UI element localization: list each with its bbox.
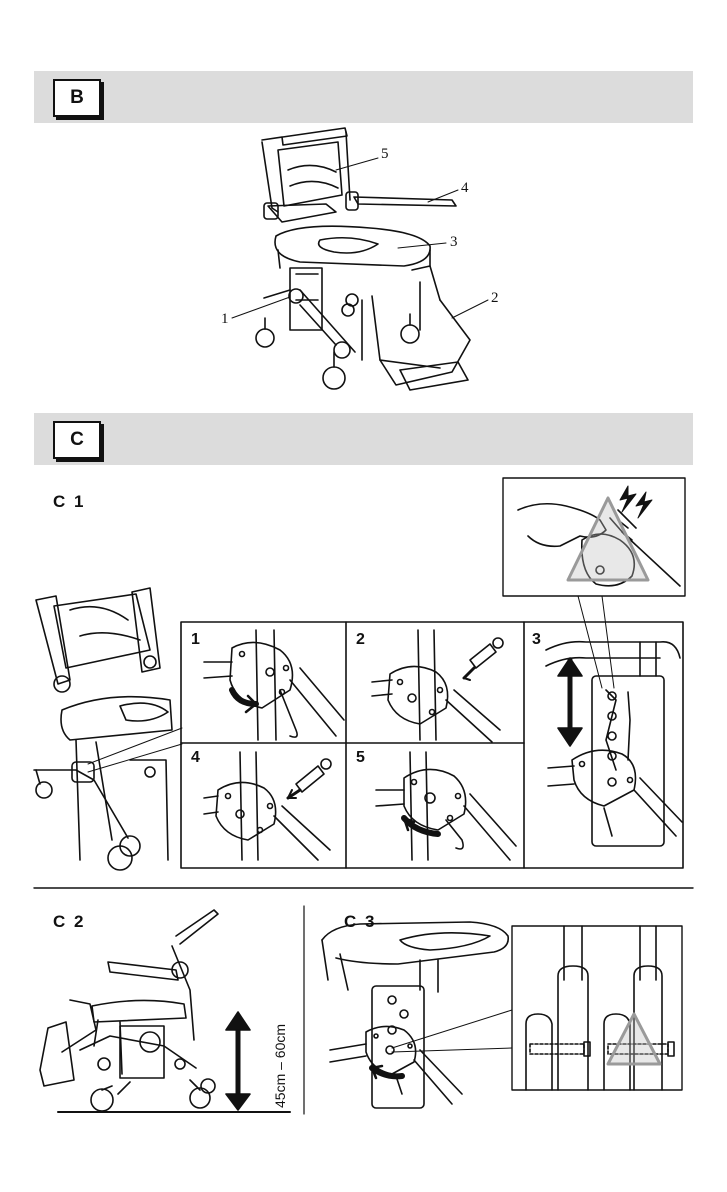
step-number-5: 5 [356,749,365,767]
part-label-5: 5 [381,146,389,163]
pinch-spark-icon [620,486,652,518]
c3-title: C 3 [344,912,376,932]
step-number-2: 2 [356,631,365,649]
part-label-1: 1 [221,311,229,328]
part-label-2: 2 [491,290,499,307]
c1-title: C 1 [53,492,85,512]
step-number-3: 3 [532,631,541,649]
height-range-arrow-icon [226,1012,250,1110]
part-label-3: 3 [450,234,458,251]
chair-side-illustration [34,588,172,870]
height-range-label: 45cm – 60cm [272,1008,292,1108]
height-lock-illustration [322,922,508,1108]
step-number-1: 1 [191,631,200,649]
step4-illustration [204,752,331,860]
warning-triangle-icon [608,1014,660,1064]
step1-illustration [204,630,344,740]
part-label-4: 4 [461,180,469,197]
chair-overview-illustration [256,128,470,390]
step-number-4: 4 [191,749,200,767]
c2-title: C 2 [53,912,85,932]
chair-height-illustration [40,910,218,1111]
step5-illustration [376,752,516,860]
step2-illustration [372,630,503,742]
step3-illustration [546,642,682,846]
